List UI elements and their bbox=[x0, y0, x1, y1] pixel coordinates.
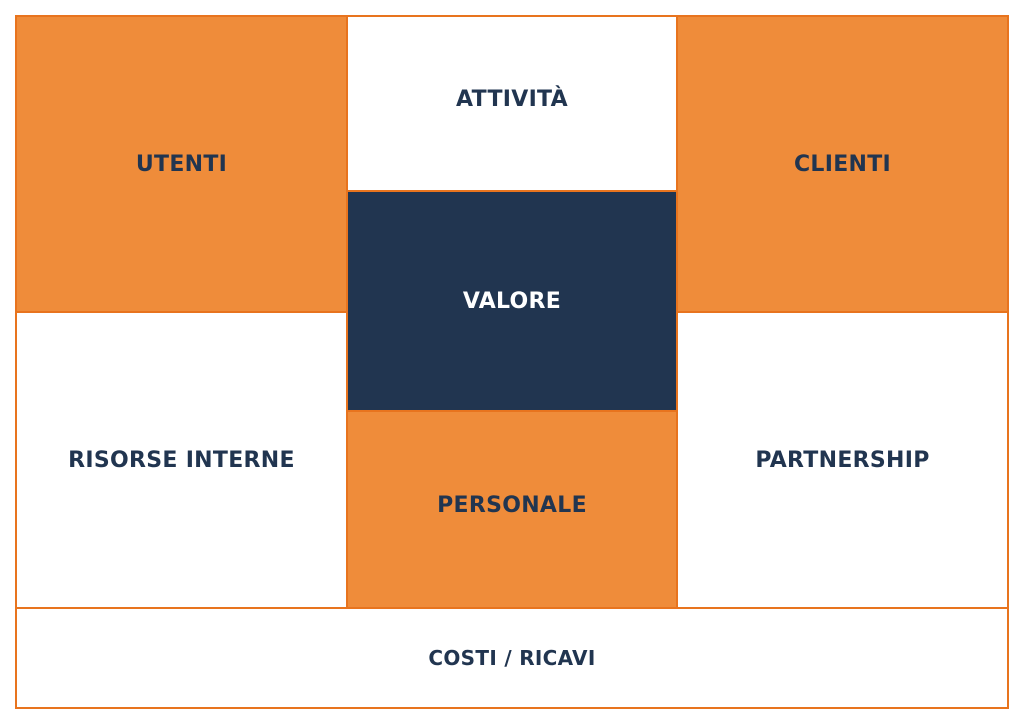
block-personale-label: PERSONALE bbox=[437, 493, 587, 518]
block-clienti: CLIENTI bbox=[676, 15, 1009, 313]
block-attivita-label: ATTIVITÀ bbox=[456, 87, 568, 112]
block-utenti: UTENTI bbox=[15, 15, 348, 313]
block-clienti-label: CLIENTI bbox=[793, 151, 892, 177]
block-valore: VALORE bbox=[346, 190, 678, 412]
block-attivita: ATTIVITÀ bbox=[346, 15, 678, 192]
block-valore-label: VALORE bbox=[462, 288, 562, 314]
block-costi-ricavi-label: COSTI / RICAVI bbox=[428, 646, 596, 670]
block-risorse-interne-label: RISORSE INTERNE bbox=[68, 447, 295, 473]
block-utenti-label: UTENTI bbox=[135, 151, 228, 177]
block-risorse-interne: RISORSE INTERNE bbox=[15, 311, 348, 609]
block-partnership: PARTNERSHIP bbox=[676, 311, 1009, 609]
block-personale: PERSONALE bbox=[346, 410, 678, 609]
block-costi-ricavi: COSTI / RICAVI bbox=[15, 607, 1009, 709]
block-partnership-label: PARTNERSHIP bbox=[755, 447, 930, 473]
